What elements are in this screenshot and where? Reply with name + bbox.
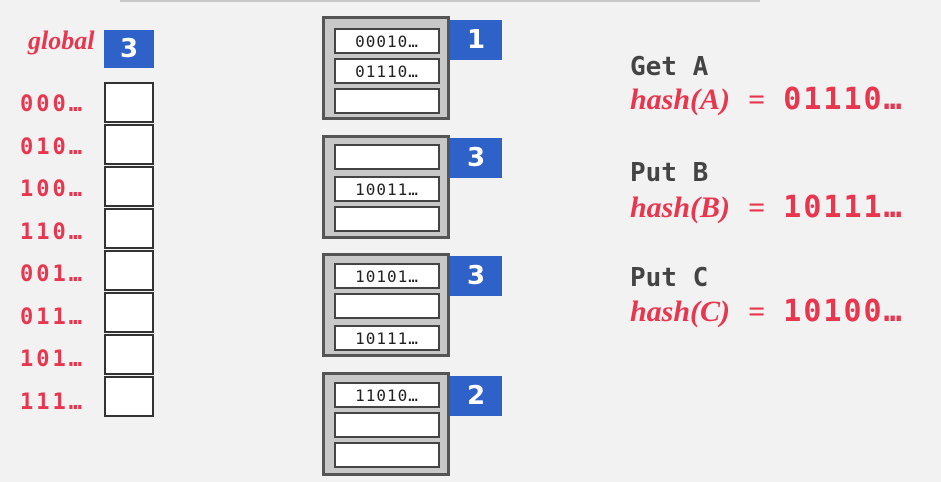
bucket: 00010… 01110… [322,16,450,120]
directory-entry-label: 000… [20,92,85,117]
hash-value: 10111… [783,190,904,225]
directory-slot [104,292,154,333]
hash-expression: hash(C) = 10100… [630,294,904,329]
bucket-slot: 10101… [334,263,440,289]
local-depth-badge: 2 [450,376,502,416]
bucket: 10011… [322,135,450,239]
directory-slot [104,124,154,165]
bucket-slot: 01110… [334,58,440,84]
directory-entry-label: 111… [20,390,85,415]
directory-slot [104,334,154,375]
operation-label: Put C [630,263,709,293]
bucket-slot [334,442,440,468]
directory-slot [104,166,154,207]
equals-sign: = [748,83,766,116]
bucket: 11010… [322,372,450,476]
directory-entry-label: 001… [20,262,85,287]
bucket-slot [334,412,440,438]
bucket-slot [334,206,440,232]
global-depth-badge: 3 [104,30,154,68]
local-depth-badge: 1 [450,20,502,60]
directory-entry-label: 011… [20,305,85,330]
bucket-slot: 00010… [334,28,440,54]
operation-label: Put B [630,158,709,188]
bucket-slot [334,293,440,319]
hash-function: hash(C) [630,295,731,328]
directory-entry-label: 010… [20,135,85,160]
directory-entry-label: 100… [20,177,85,202]
directory-slot [104,208,154,249]
local-depth-badge: 3 [450,256,502,296]
top-divider [120,0,760,2]
directory-slot [104,376,154,417]
bucket-slot: 10011… [334,176,440,202]
directory-slot [104,250,154,291]
directory-slot [104,82,154,123]
hash-expression: hash(B) = 10111… [630,190,904,225]
bucket: 10101… 10111… [322,253,450,357]
directory-entry-label: 101… [20,347,85,372]
bucket-slot [334,88,440,114]
operation-label: Get A [630,52,709,82]
hash-function: hash(A) [630,83,731,116]
hash-function: hash(B) [630,191,731,224]
equals-sign: = [748,295,766,328]
bucket-slot: 10111… [334,325,440,351]
global-label: global [28,26,95,55]
bucket-slot [334,144,440,170]
hash-value: 10100… [783,294,904,329]
equals-sign: = [748,191,766,224]
local-depth-badge: 3 [450,138,502,178]
directory-entry-label: 110… [20,220,85,245]
hash-expression: hash(A) = 01110… [630,82,904,117]
hash-value: 01110… [783,82,904,117]
bucket-slot: 11010… [334,382,440,408]
